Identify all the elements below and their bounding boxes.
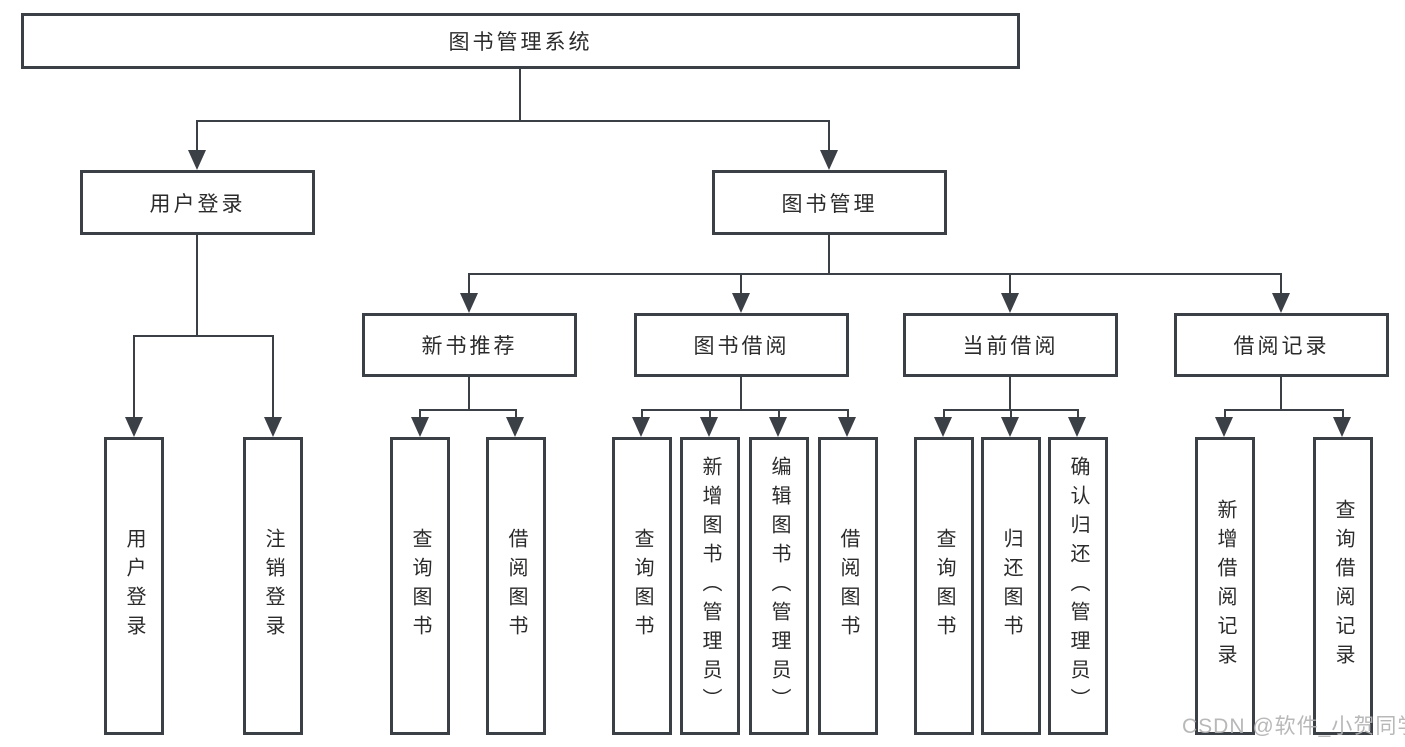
connector-line bbox=[196, 235, 198, 335]
connector-line bbox=[1224, 409, 1344, 411]
arrowhead bbox=[632, 417, 650, 437]
node-new-book-recommend-label: 新书推荐 bbox=[421, 335, 518, 358]
connector-line bbox=[419, 409, 517, 411]
leaf-borrow-books: 借阅图书 bbox=[818, 437, 878, 735]
arrowhead bbox=[188, 150, 206, 170]
connector-line bbox=[468, 273, 470, 295]
leaf-return-book-label: 归还图书 bbox=[1000, 528, 1022, 644]
node-book-management: 图书管理 bbox=[712, 170, 947, 235]
connector-line bbox=[641, 409, 643, 419]
arrowhead bbox=[820, 150, 838, 170]
arrowhead bbox=[700, 417, 718, 437]
connector-line bbox=[709, 409, 711, 419]
connector-line bbox=[847, 409, 849, 419]
connector-line bbox=[1280, 377, 1282, 411]
arrowhead bbox=[1215, 417, 1233, 437]
arrowhead bbox=[264, 417, 282, 437]
connector-line bbox=[468, 273, 1282, 275]
leaf-edit-book-admin-label: 编辑图书（管理员） bbox=[768, 455, 790, 717]
connector-line bbox=[519, 69, 521, 122]
connector-line bbox=[1342, 409, 1344, 419]
leaf-user-login-label: 用户登录 bbox=[123, 528, 145, 644]
arrowhead bbox=[769, 417, 787, 437]
connector-line bbox=[515, 409, 517, 419]
connector-line bbox=[272, 335, 274, 419]
leaf-edit-book-admin: 编辑图书（管理员） bbox=[749, 437, 809, 735]
node-new-book-recommend: 新书推荐 bbox=[362, 313, 577, 377]
leaf-add-book-admin-label: 新增图书（管理员） bbox=[699, 455, 721, 717]
leaf-query-books-current-label: 查询图书 bbox=[933, 528, 955, 644]
arrowhead bbox=[1001, 417, 1019, 437]
connector-line bbox=[943, 409, 945, 419]
leaf-return-book: 归还图书 bbox=[981, 437, 1041, 735]
arrowhead bbox=[1333, 417, 1351, 437]
arrowhead bbox=[411, 417, 429, 437]
connector-line bbox=[133, 335, 135, 419]
connector-line bbox=[1077, 409, 1079, 419]
leaf-borrow-books-label: 借阅图书 bbox=[837, 528, 859, 644]
connector-line bbox=[1010, 409, 1012, 419]
leaf-query-books-borrow: 查询图书 bbox=[612, 437, 672, 735]
connector-line bbox=[778, 409, 780, 419]
leaf-user-login: 用户登录 bbox=[104, 437, 164, 735]
node-book-borrow: 图书借阅 bbox=[634, 313, 849, 377]
arrowhead bbox=[1068, 417, 1086, 437]
leaf-logout-label: 注销登录 bbox=[262, 528, 284, 644]
leaf-query-books-recommend: 查询图书 bbox=[390, 437, 450, 735]
leaf-add-book-admin: 新增图书（管理员） bbox=[680, 437, 740, 735]
arrowhead bbox=[1001, 293, 1019, 313]
connector-line bbox=[133, 335, 274, 337]
arrowhead bbox=[125, 417, 143, 437]
node-current-borrow-label: 当前借阅 bbox=[962, 335, 1059, 358]
leaf-query-books-recommend-label: 查询图书 bbox=[409, 528, 431, 644]
arrowhead bbox=[506, 417, 524, 437]
leaf-query-books-borrow-label: 查询图书 bbox=[631, 528, 653, 644]
leaf-borrow-books-recommend-label: 借阅图书 bbox=[505, 528, 527, 644]
connector-line bbox=[419, 409, 421, 419]
node-borrow-records-label: 借阅记录 bbox=[1233, 335, 1330, 358]
connector-line bbox=[740, 377, 742, 411]
connector-line bbox=[1224, 409, 1226, 419]
connector-line bbox=[196, 120, 830, 122]
arrowhead bbox=[934, 417, 952, 437]
arrowhead bbox=[460, 293, 478, 313]
node-user-login-label: 用户登录 bbox=[149, 192, 246, 216]
leaf-confirm-return-admin: 确认归还（管理员） bbox=[1048, 437, 1108, 735]
node-root: 图书管理系统 bbox=[21, 13, 1020, 69]
connector-line bbox=[196, 120, 198, 152]
connector-line bbox=[1009, 377, 1011, 411]
node-book-borrow-label: 图书借阅 bbox=[693, 335, 790, 358]
connector-line bbox=[641, 409, 849, 411]
leaf-query-borrow-record-label: 查询借阅记录 bbox=[1332, 499, 1354, 673]
leaf-add-borrow-record: 新增借阅记录 bbox=[1195, 437, 1255, 735]
node-book-management-label: 图书管理 bbox=[781, 192, 878, 216]
leaf-borrow-books-recommend: 借阅图书 bbox=[486, 437, 546, 735]
arrowhead bbox=[1272, 293, 1290, 313]
connector-line bbox=[740, 273, 742, 295]
connector-line bbox=[1280, 273, 1282, 295]
connector-line bbox=[468, 377, 470, 411]
csdn-watermark: CSDN @软件_小贺同学 bbox=[1182, 715, 1405, 738]
leaf-confirm-return-admin-label: 确认归还（管理员） bbox=[1067, 455, 1089, 717]
leaf-query-borrow-record: 查询借阅记录 bbox=[1313, 437, 1373, 735]
node-user-login: 用户登录 bbox=[80, 170, 315, 235]
node-borrow-records: 借阅记录 bbox=[1174, 313, 1389, 377]
node-root-label: 图书管理系统 bbox=[448, 31, 593, 54]
connector-line bbox=[1009, 273, 1011, 295]
connector-line bbox=[828, 120, 830, 152]
leaf-query-books-current: 查询图书 bbox=[914, 437, 974, 735]
leaf-logout: 注销登录 bbox=[243, 437, 303, 735]
arrowhead bbox=[838, 417, 856, 437]
leaf-add-borrow-record-label: 新增借阅记录 bbox=[1214, 499, 1236, 673]
node-current-borrow: 当前借阅 bbox=[903, 313, 1118, 377]
connector-line bbox=[828, 235, 830, 275]
arrowhead bbox=[732, 293, 750, 313]
